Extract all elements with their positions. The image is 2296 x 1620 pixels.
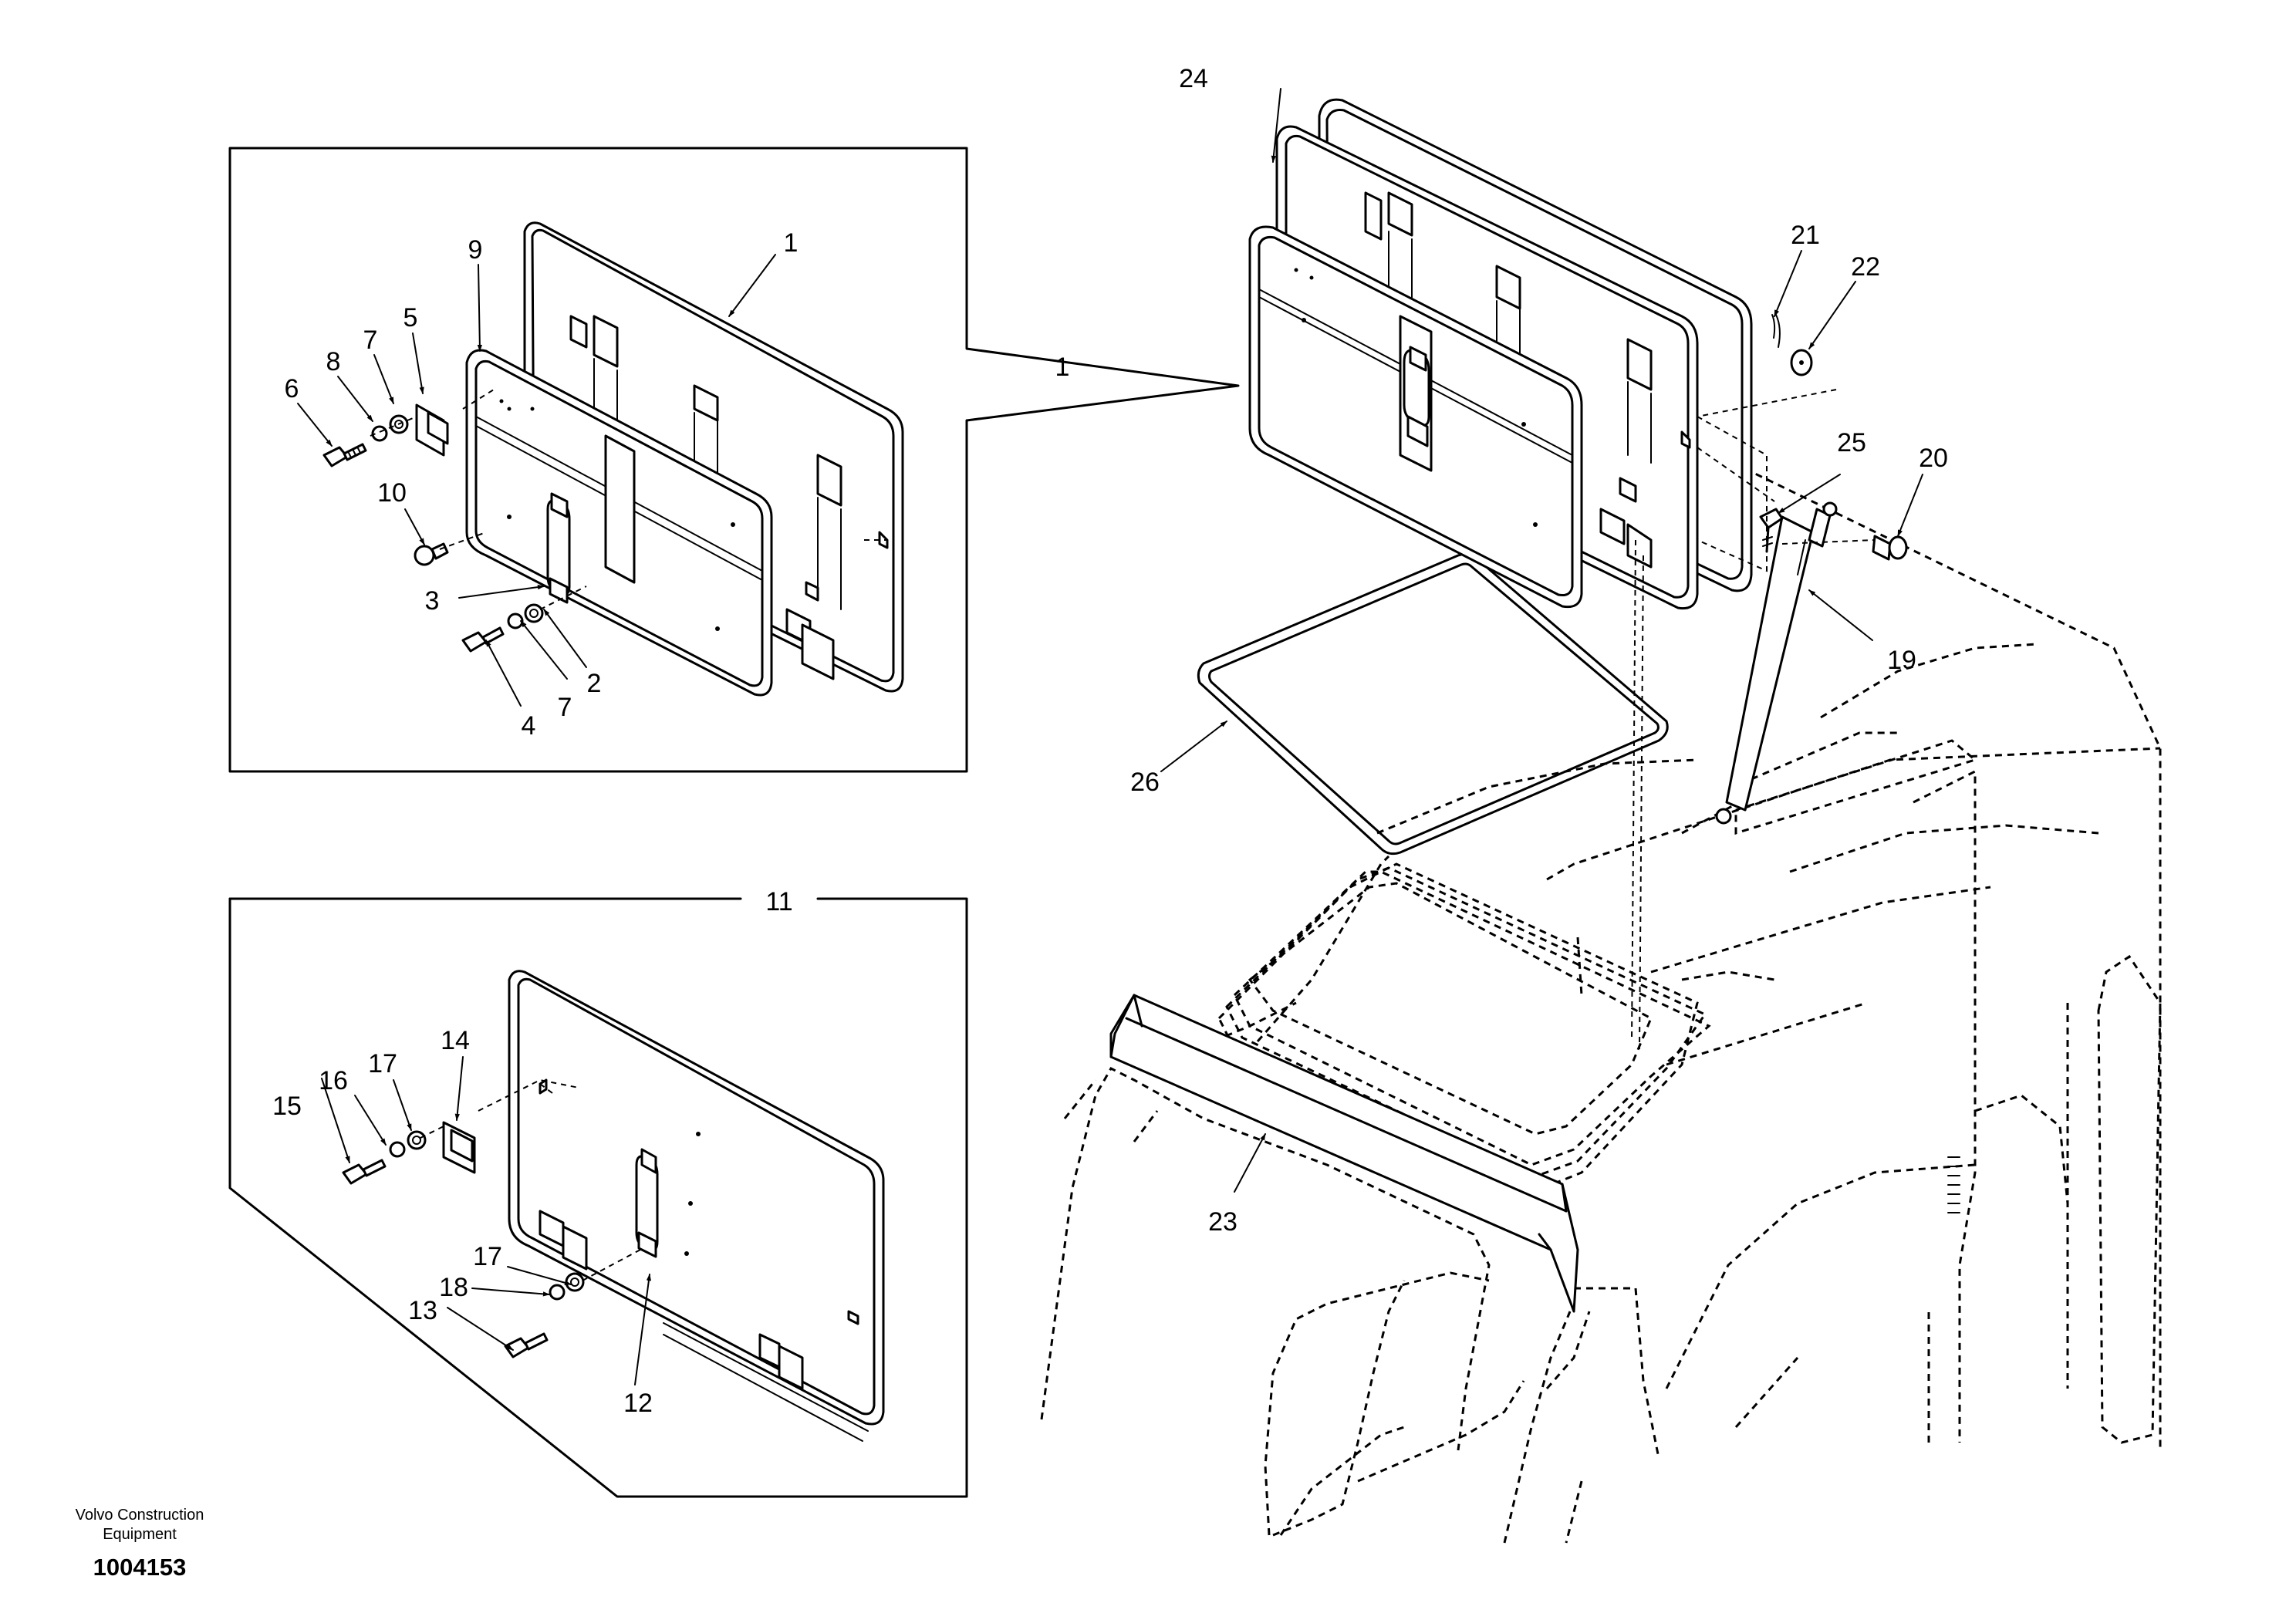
brand-line-2: Equipment	[103, 1526, 177, 1543]
callout-2: 2	[587, 669, 602, 698]
gas-strut-19	[1715, 501, 1838, 825]
callout-23: 23	[1208, 1207, 1237, 1237]
callout-4: 4	[522, 711, 536, 741]
callout-19: 19	[1887, 646, 1916, 675]
callout-25: 25	[1837, 428, 1866, 457]
callout-22: 22	[1851, 252, 1880, 282]
inset-1-hatch	[465, 221, 904, 697]
brand-line-1: Volvo Construction	[76, 1507, 204, 1524]
callout-18: 18	[439, 1273, 468, 1302]
callout-16: 16	[319, 1066, 348, 1095]
leader-lines	[297, 88, 1923, 1385]
inset-box-11	[228, 897, 968, 1498]
front-rail-23	[1109, 994, 1579, 1313]
callout-6: 6	[285, 374, 299, 403]
footer: Volvo Construction Equipment 1004153	[76, 1507, 204, 1581]
callout-7-upper: 7	[363, 326, 378, 355]
callout-5: 5	[403, 303, 418, 332]
callout-14: 14	[441, 1026, 470, 1055]
callout-13: 13	[408, 1296, 437, 1325]
callout-10: 10	[377, 478, 407, 508]
inset-1-fasteners	[322, 389, 887, 653]
callout-20: 20	[1919, 444, 1948, 473]
callout-24: 24	[1179, 64, 1208, 93]
callout-9: 9	[468, 235, 483, 265]
fastener-hardware-right	[1759, 314, 1908, 561]
callout-26: 26	[1130, 768, 1160, 797]
callout-8: 8	[326, 347, 341, 376]
callout-1-main: 1	[1055, 353, 1070, 382]
callout-7-lower: 7	[558, 693, 572, 722]
callout-1-inset: 1	[784, 228, 799, 258]
callout-17-upper: 17	[368, 1049, 397, 1078]
callout-12: 12	[623, 1389, 653, 1418]
inset-box-1	[228, 147, 1240, 773]
seal-26	[1197, 552, 1669, 856]
inset-11-hatch	[508, 970, 885, 1442]
callout-15: 15	[272, 1092, 302, 1121]
callout-21: 21	[1791, 221, 1820, 250]
callout-11: 11	[765, 887, 792, 916]
roof-opening-frame	[1217, 862, 1711, 1190]
callout-labels: 1 1 2 3 4 5 6 7 7 8 9 10 11 12 13 14 15 …	[272, 64, 1948, 1418]
callout-3: 3	[425, 586, 440, 616]
hatch-assembly-main	[1248, 98, 1753, 610]
callout-17-lower: 17	[473, 1242, 502, 1271]
document-number: 1004153	[93, 1554, 187, 1581]
alignment-lines-main	[1631, 389, 1876, 1050]
